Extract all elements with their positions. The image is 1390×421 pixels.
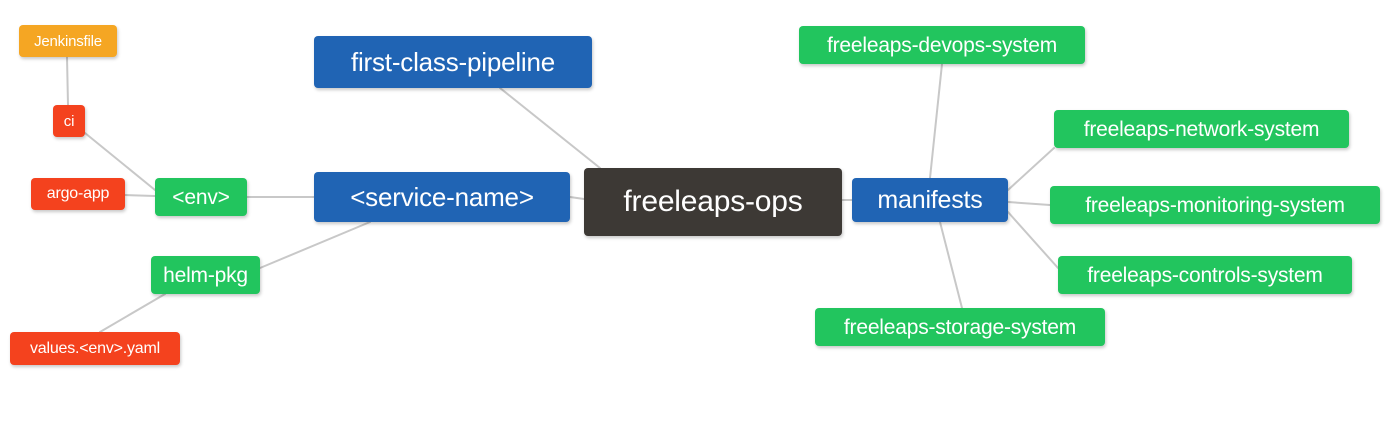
- node-env[interactable]: <env>: [155, 178, 247, 216]
- node-label-freeleaps-ops: freeleaps-ops: [623, 185, 803, 218]
- node-manifests[interactable]: manifests: [852, 178, 1008, 222]
- node-freeleaps-controls-system[interactable]: freeleaps-controls-system: [1058, 256, 1352, 294]
- node-values-env-yaml[interactable]: values.<env>.yaml: [10, 332, 180, 365]
- node-label-service-name: <service-name>: [350, 182, 534, 212]
- node-freeleaps-ops[interactable]: freeleaps-ops: [584, 168, 842, 236]
- node-ci[interactable]: ci: [53, 105, 85, 137]
- node-label-values-env-yaml: values.<env>.yaml: [29, 339, 160, 357]
- node-freeleaps-devops-system[interactable]: freeleaps-devops-system: [799, 26, 1085, 64]
- node-label-freeleaps-storage-system: freeleaps-storage-system: [843, 315, 1077, 339]
- node-label-freeleaps-devops-system: freeleaps-devops-system: [827, 33, 1057, 57]
- edge-man-storage: [939, 221, 963, 309]
- edge-ops-service: [569, 196, 585, 200]
- node-jenkinsfile[interactable]: Jenkinsfile: [19, 25, 117, 57]
- node-label-env: <env>: [172, 185, 230, 209]
- node-freeleaps-storage-system[interactable]: freeleaps-storage-system: [815, 308, 1105, 346]
- node-label-manifests: manifests: [877, 185, 983, 214]
- node-label-first-class-pipeline: first-class-pipeline: [350, 47, 556, 77]
- edge-ops-pipeline: [499, 87, 601, 169]
- node-label-helm-pkg: helm-pkg: [163, 263, 248, 287]
- node-label-ci: ci: [63, 112, 75, 130]
- node-freeleaps-network-system[interactable]: freeleaps-network-system: [1054, 110, 1349, 148]
- edge-env-argo: [124, 194, 156, 197]
- node-label-freeleaps-network-system: freeleaps-network-system: [1083, 117, 1320, 141]
- edge-service-helm: [259, 221, 371, 269]
- edge-helm-values: [99, 293, 166, 333]
- edge-man-monitoring: [1007, 201, 1051, 206]
- node-label-jenkinsfile: Jenkinsfile: [34, 32, 102, 50]
- node-argo-app[interactable]: argo-app: [31, 178, 125, 210]
- node-label-freeleaps-monitoring-system: freeleaps-monitoring-system: [1085, 193, 1345, 217]
- edge-man-devops: [929, 63, 943, 179]
- edge-ci-jenkins: [66, 56, 69, 106]
- edge-man-network: [1007, 147, 1055, 191]
- node-first-class-pipeline[interactable]: first-class-pipeline: [314, 36, 592, 88]
- node-helm-pkg[interactable]: helm-pkg: [151, 256, 260, 294]
- node-label-argo-app: argo-app: [46, 185, 110, 202]
- node-freeleaps-monitoring-system[interactable]: freeleaps-monitoring-system: [1050, 186, 1380, 224]
- node-service-name[interactable]: <service-name>: [314, 172, 570, 222]
- node-label-freeleaps-controls-system: freeleaps-controls-system: [1087, 263, 1323, 287]
